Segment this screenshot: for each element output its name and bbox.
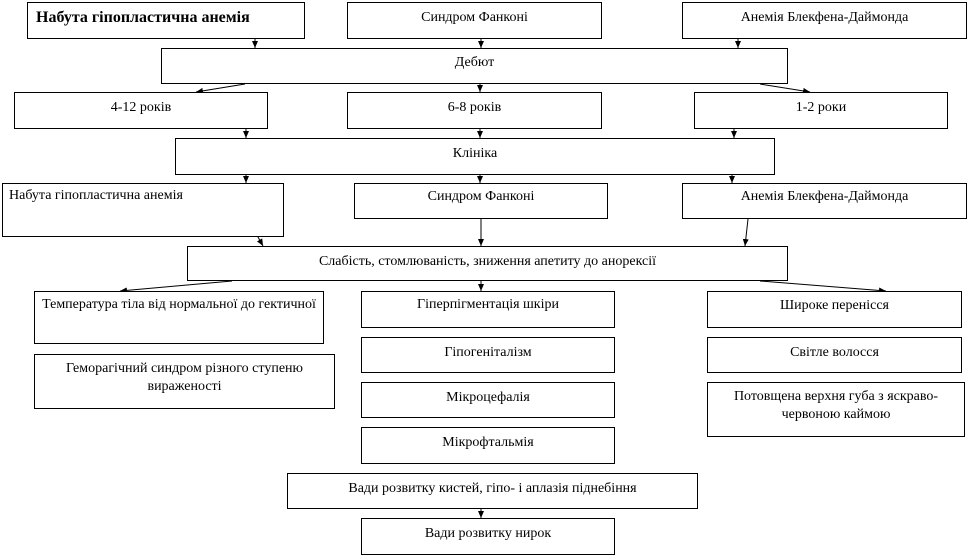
top-fanconi-syndrome: Синдром Фанконі [347,2,602,39]
fanconi-sign-microcephaly: Мікроцефалія [361,382,615,418]
fanconi-sign-hyperpigmentation: Гіперпігментація шкіри [361,291,615,328]
top-acquired-anemia: Набута гіпопластична анемія [27,2,305,39]
common-symptoms: Слабість, стомлюваність, зниження апетит… [187,246,788,281]
clinic-blackfan-diamond: Анемія Блекфена-Даймонда [682,183,967,219]
clinic-acquired-anemia: Набута гіпопластична анемія [2,183,284,237]
diamond-sign-lip: Потовщена верхня губа з яскраво-червоною… [707,382,965,437]
onset-age-acquired: 4-12 років [14,92,268,129]
diamond-sign-wide-bridge: Широке перенісся [707,291,962,328]
fanconi-sign-hypogenitalism: Гіпогеніталізм [361,337,615,373]
onset-age-fanconi: 6-8 років [347,92,602,129]
fanconi-sign-kidney: Вади розвитку нирок [361,518,615,555]
clinic-header: Клініка [175,138,775,175]
acquired-sign-hemorrhagic: Геморагічний синдром різного ступеню вир… [34,354,335,409]
acquired-sign-fever: Температура тіла від нормальної до гекти… [34,291,324,344]
top-blackfan-diamond: Анемія Блекфена-Даймонда [682,2,967,39]
onset-age-diamond: 1-2 роки [694,92,948,129]
fanconi-sign-hand-palate: Вади розвитку кистей, гіпо- і аплазія пі… [287,473,698,509]
onset-header: Дебют [161,48,788,84]
fanconi-sign-microphthalmia: Мікрофтальмія [361,427,615,464]
diamond-sign-light-hair: Світле волосся [707,337,962,373]
clinic-fanconi-syndrome: Синдром Фанконі [354,183,608,219]
